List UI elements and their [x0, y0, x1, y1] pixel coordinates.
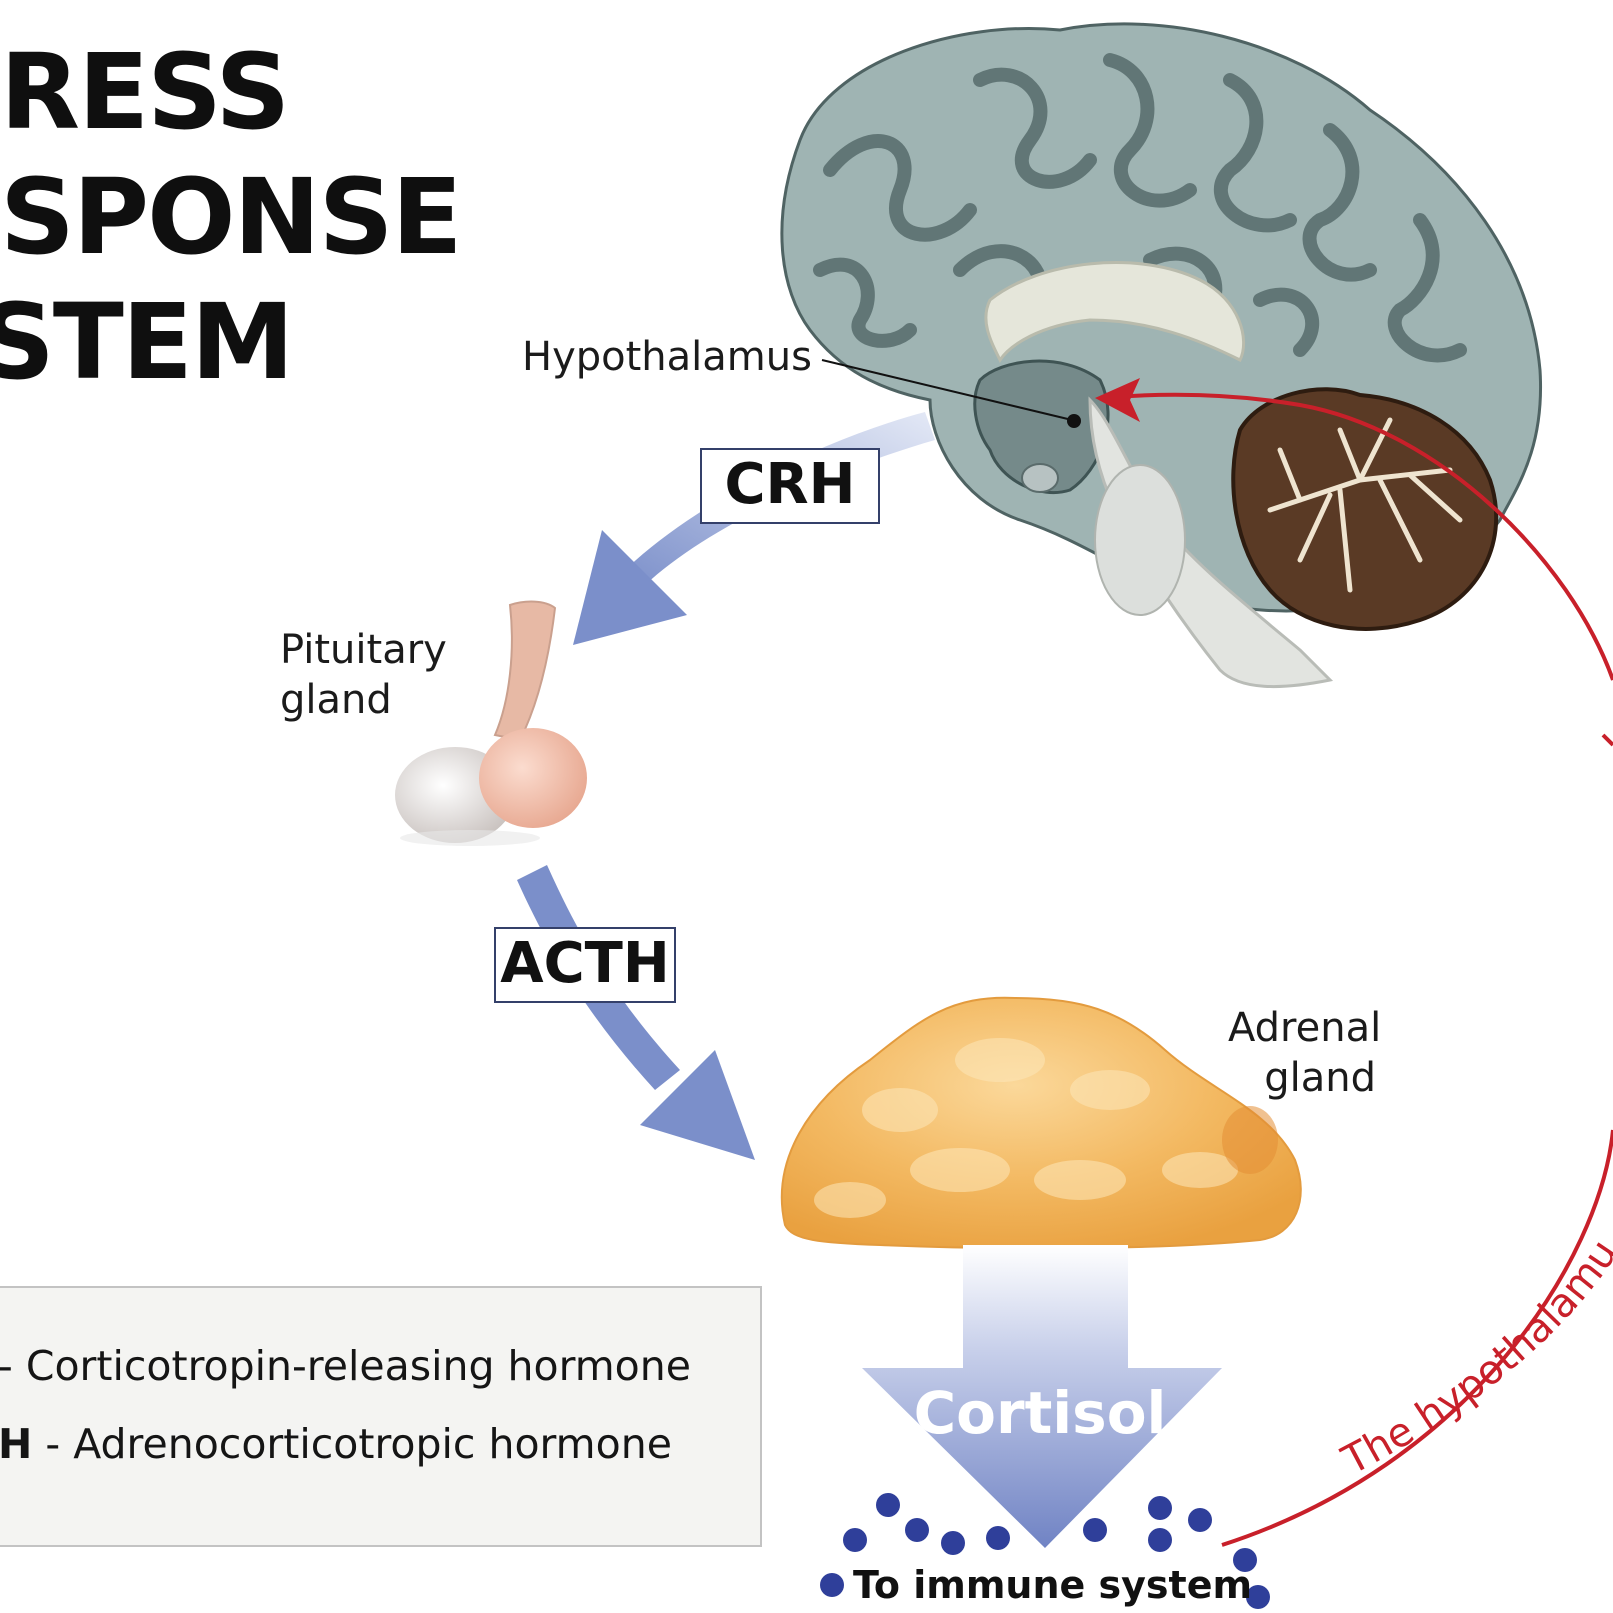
feedback-arc-upper	[1099, 392, 1613, 681]
cortisol-molecule	[843, 1528, 867, 1552]
pituitary-label-line2: gland	[280, 677, 392, 723]
crh-arrow	[573, 412, 935, 645]
title-line-1: RESS	[0, 31, 290, 153]
cortisol-molecule	[876, 1493, 900, 1517]
hypothalamus-pointer	[821, 359, 1073, 421]
adrenal-label-line1: Adrenal	[1228, 1005, 1382, 1051]
cortisol-molecule	[1148, 1528, 1172, 1552]
cortisol-molecule	[986, 1526, 1010, 1550]
cortisol-label: Cortisol	[913, 1379, 1167, 1447]
legend-row-acth: H - Adrenocorticotropic hormone	[0, 1420, 672, 1468]
cortisol-molecule	[1148, 1496, 1172, 1520]
title-line-3: STEM	[0, 281, 294, 403]
cortisol-molecule	[820, 1573, 844, 1597]
cortisol-molecule	[1246, 1585, 1270, 1609]
crh-label-box: CRH	[700, 448, 880, 524]
legend-abbr-2: H	[0, 1420, 33, 1468]
cortisol-molecule	[1233, 1548, 1257, 1572]
adrenal-gland-icon	[780, 996, 1302, 1250]
cortisol-arrow	[862, 1245, 1222, 1548]
hypothalamus-label: Hypothalamus	[522, 334, 812, 380]
acth-arrow	[517, 865, 755, 1160]
feedback-arc-lower	[1221, 1129, 1613, 1547]
legend-text-1: - Corticotropin-releasing hormone	[0, 1342, 691, 1390]
hypothalamus-dot	[1067, 414, 1081, 428]
cerebellum	[1231, 387, 1499, 631]
title-line-2: SPONSE	[0, 156, 463, 278]
cortisol-molecule	[905, 1518, 929, 1542]
adrenal-label-line2: gland	[1264, 1055, 1376, 1101]
cortisol-molecule	[1188, 1508, 1212, 1532]
cortisol-molecule	[941, 1531, 965, 1555]
pituitary-label-line1: Pituitary	[280, 627, 447, 673]
cortisol-molecule	[1083, 1518, 1107, 1542]
legend-box: - Corticotropin-releasing hormone H - Ad…	[0, 1286, 762, 1547]
feedback-arrowhead	[1095, 378, 1140, 422]
cortisol-dots	[820, 1493, 1270, 1609]
immune-system-label: To immune system	[853, 1563, 1253, 1607]
legend-text-2: - Adrenocorticotropic hormone	[32, 1420, 672, 1468]
legend-row-crh: - Corticotropin-releasing hormone	[0, 1342, 691, 1390]
pituitary-gland-icon	[395, 600, 587, 846]
brain-icon	[780, 22, 1543, 688]
feedback-tick	[1601, 733, 1613, 747]
acth-label-box: ACTH	[494, 927, 676, 1003]
